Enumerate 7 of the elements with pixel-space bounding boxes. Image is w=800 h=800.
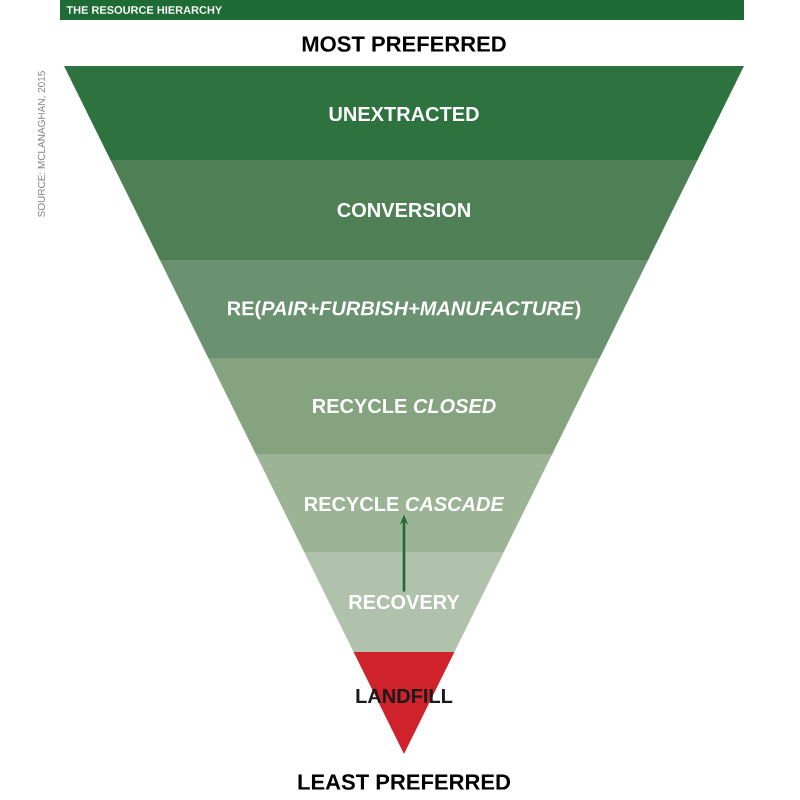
- scale-label: LEAST PREFERRED: [298, 774, 510, 790]
- hierarchy-band: RECOVERY: [304, 552, 504, 652]
- hierarchy-band: CONVERSION: [110, 160, 698, 260]
- hierarchy-band: RE(PAIR+FURBISH+MANUFACTURE): [159, 260, 649, 358]
- hierarchy-band: RECYCLE CLOSED: [208, 358, 600, 454]
- hierarchy-band: UNEXTRACTED: [64, 66, 744, 160]
- hierarchy-band: RECYCLE CASCADE: [255, 454, 553, 552]
